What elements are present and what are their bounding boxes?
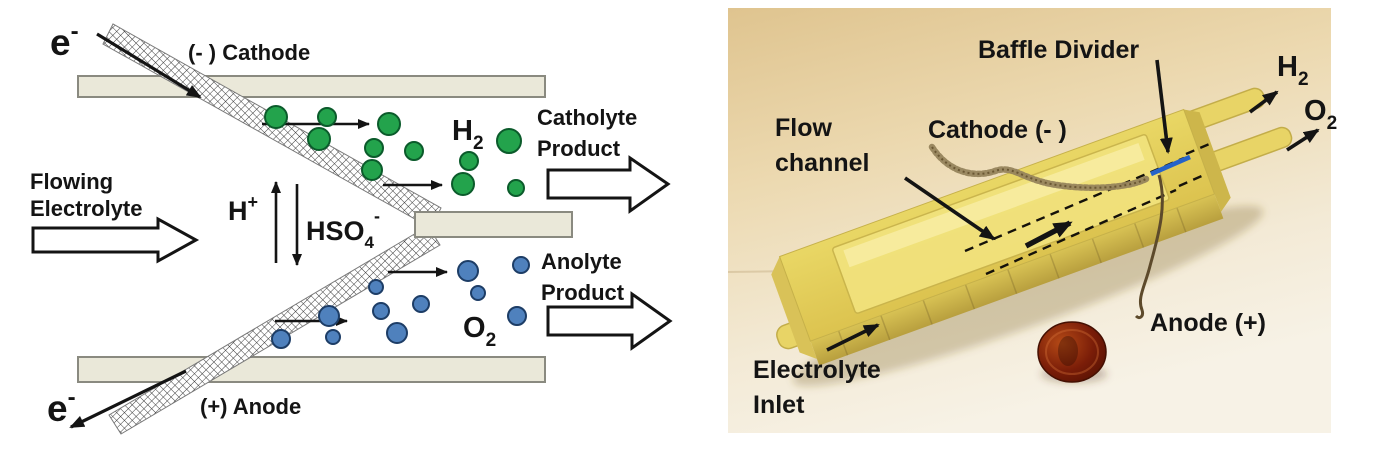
- electrolyzer-block: [771, 87, 1293, 366]
- o2-bubble: [412, 295, 430, 313]
- o2-bubble: [372, 302, 390, 320]
- h2-bubble: [264, 105, 288, 129]
- anolyte-product-arrow: [546, 291, 673, 351]
- baffle-divider-label: Baffle Divider: [978, 36, 1139, 64]
- h2-pointer-arrow: [1248, 90, 1279, 114]
- anolyte-product-label-line2: Product: [541, 280, 625, 305]
- electrolyte-inlet-label-line1: Electrolyte: [753, 356, 881, 384]
- o2-bubble: [507, 306, 527, 326]
- o2-bubble: [325, 329, 341, 345]
- baffle-divider-line: [1150, 154, 1191, 177]
- h2-bubble: [496, 128, 522, 154]
- flow-channel-label-line1: Flow: [775, 114, 832, 142]
- h2-bubbles: [264, 105, 525, 197]
- catholyte-product-label-line1: Catholyte: [537, 105, 637, 130]
- recess-highlight: [843, 142, 1145, 268]
- catholyte-product-label-line2: Product: [537, 136, 621, 161]
- h2-bubble: [377, 112, 401, 136]
- baffle-pointer-arrow: [1155, 59, 1173, 154]
- flow-channel-pointer-arrow: [903, 176, 996, 241]
- flow-channel-label-line2: channel: [775, 149, 869, 177]
- h2-bubble: [307, 127, 331, 151]
- h2-bubble: [317, 107, 337, 127]
- h2-bubble: [459, 151, 479, 171]
- bottom-channel-wall: [77, 356, 546, 383]
- o2-bubble: [368, 279, 384, 295]
- electron-arrow-top: [96, 32, 202, 99]
- penny-rim-detail: [1045, 329, 1099, 375]
- o2-bubble: [457, 260, 479, 282]
- block-left-end-face: [771, 256, 817, 359]
- flowing-electrolyte-label-line1: Flowing: [30, 169, 113, 194]
- penny: [1037, 321, 1107, 383]
- inlet-pointer-arrow: [826, 323, 880, 352]
- h2-label: H2: [452, 115, 484, 154]
- h2-outlet-label: H2: [1277, 51, 1309, 90]
- pointer-arrows: [826, 59, 1320, 352]
- h2-bubble: [364, 138, 384, 158]
- anode-label: Anode (+): [1150, 309, 1266, 337]
- flowing-electrolyte-label-line2: Electrolyte: [30, 196, 143, 221]
- flow-arrows: [31, 155, 673, 351]
- anode-label: (+) Anode: [200, 394, 301, 419]
- channel-dash-stub-lower: [1178, 173, 1205, 188]
- electron-arrows: [69, 32, 202, 429]
- electron-arrow-bottom: [69, 369, 187, 429]
- catholyte-product-arrow: [546, 155, 671, 214]
- hso4-label: HSO4-: [306, 206, 380, 252]
- block-right-end-face: [1183, 109, 1231, 212]
- block-shadow: [792, 205, 1264, 387]
- top-channel-wall: [77, 75, 546, 98]
- cathode-label: (- ) Cathode: [188, 40, 310, 65]
- o2-bubble: [470, 285, 486, 301]
- o2-bubble: [318, 305, 340, 327]
- device-photo: Baffle Divider Cathode (- ) Flow channel…: [728, 8, 1337, 433]
- o2-outlet-label: O2: [1304, 95, 1337, 134]
- o2-bubble: [386, 322, 408, 344]
- o2-bubble: [271, 329, 291, 349]
- h2-bubble: [451, 172, 475, 196]
- anolyte-product-label-line1: Anolyte: [541, 249, 622, 274]
- top-face-recess: [832, 134, 1170, 314]
- flow-cell-schematic: e- e- (- ) Cathode (+) Anode Flowing Ele…: [30, 18, 673, 435]
- cathode-label: Cathode (- ): [928, 116, 1067, 144]
- o2-pointer-arrow: [1286, 128, 1320, 152]
- flow-direction-arrow: [1024, 220, 1073, 249]
- penny-portrait-detail: [1058, 336, 1078, 366]
- o2-bubble: [512, 256, 530, 274]
- electrolyte-flow-arrow: [31, 216, 200, 264]
- channel-dash-front: [985, 188, 1177, 276]
- ion-arrows: [271, 181, 302, 266]
- h2-bubble: [361, 159, 383, 181]
- electron-label-bottom: e-: [47, 384, 76, 429]
- flow-channel-dashes: [964, 140, 1215, 276]
- cathode-wire-shading: [931, 146, 1147, 189]
- center-baffle: [414, 211, 573, 238]
- o2-bubbles: [271, 256, 530, 349]
- h-plus-label: H+: [228, 192, 258, 226]
- electron-label-top: e-: [50, 18, 79, 63]
- h2-bubble: [404, 141, 424, 161]
- o2-label: O2: [463, 312, 496, 351]
- block-side-face: [810, 194, 1224, 366]
- channel-dash-stub-upper: [1185, 140, 1215, 156]
- anode-wire: [1134, 174, 1164, 320]
- h2-bubble: [507, 179, 525, 197]
- electrolyte-inlet-label-line2: Inlet: [753, 391, 805, 419]
- channel-dash-rear: [964, 156, 1185, 253]
